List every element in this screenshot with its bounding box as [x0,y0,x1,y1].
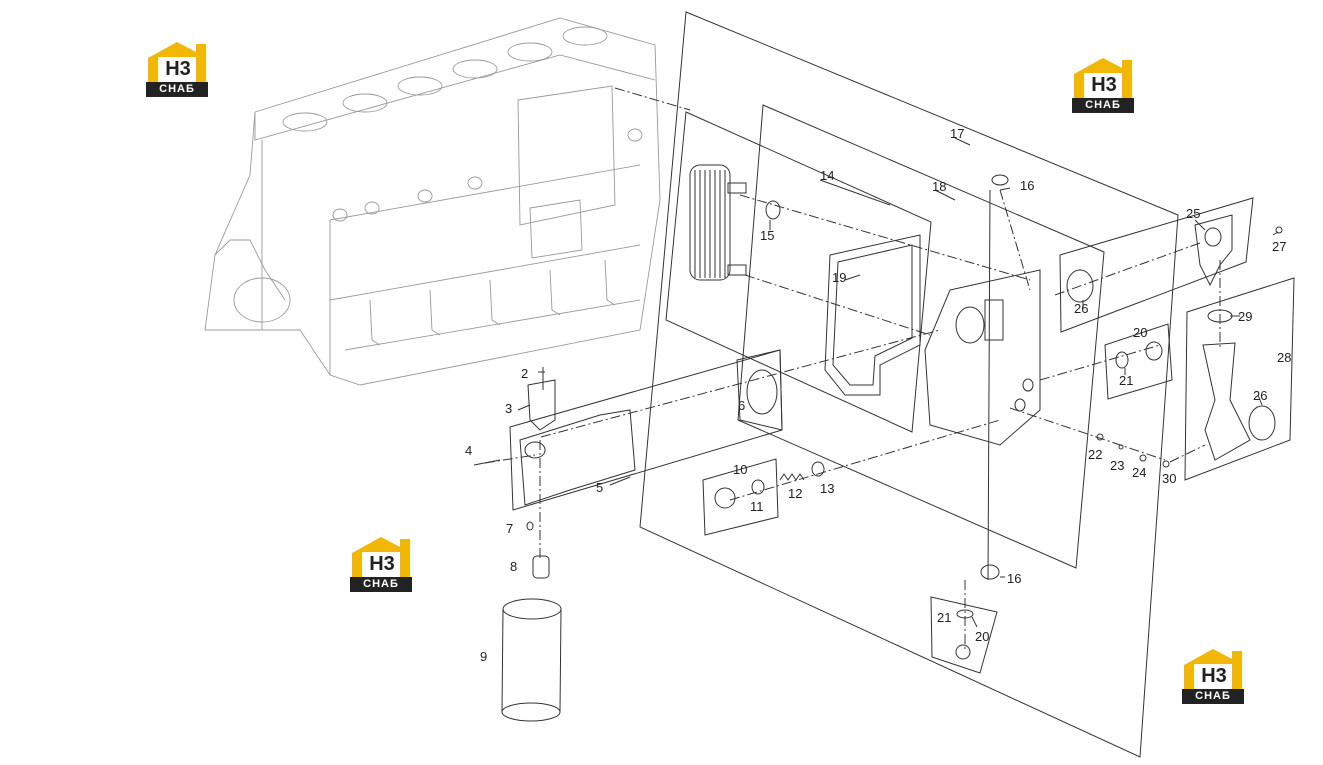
callout-25: 25 [1186,206,1200,221]
callout-10: 10 [733,462,747,477]
callout-11: 11 [750,499,764,514]
assembly-lines [484,87,1221,650]
callout-19: 19 [832,270,846,285]
house-icon [1074,58,1132,100]
tube-16 [987,189,991,581]
callout-6: 6 [738,398,745,413]
callout-26: 26 [1253,388,1267,403]
o-ring-21-upper [1115,351,1129,369]
callout-12: 12 [788,486,802,501]
seal-26-upper [1066,269,1094,303]
logo-mark-text: H3 [1201,665,1227,687]
logo-mark-text: H3 [1091,74,1117,96]
tube-28 [1202,342,1251,461]
gasket-6 [746,369,778,415]
gasket-19 [824,234,921,396]
bracket-3 [527,379,556,431]
seal-26-lower [1248,405,1276,441]
callout-29: 29 [1238,309,1252,324]
frame-assembly-28 [1184,277,1295,481]
logo-mark-text: H3 [369,553,395,575]
engine-block [204,17,661,386]
callout-5: 5 [596,480,603,495]
callout-28: 28 [1277,350,1291,365]
callout-15: 15 [760,228,774,243]
oil-filter-9 [501,598,562,722]
callout-3: 3 [505,401,512,416]
callout-22: 22 [1088,447,1102,462]
callout-4: 4 [465,443,472,458]
frame-assembly-6 [736,349,783,431]
callout-30: 30 [1162,471,1176,486]
callout-18: 18 [932,179,946,194]
oil-cooler-core [689,164,747,281]
plug-20-lower [955,644,971,660]
bolt-24 [1139,454,1147,462]
callout-20: 20 [975,629,989,644]
callout-8: 8 [510,559,517,574]
callout-23: 23 [1110,458,1124,473]
callout-21: 21 [937,610,951,625]
valve-13 [811,461,825,477]
callout-16: 16 [1020,178,1034,193]
bolt-30 [1162,460,1170,468]
house-icon [352,537,410,579]
callout-20: 20 [1133,325,1147,340]
plug-20-upper [1145,341,1163,361]
brand-logo-top-right: H3 СНАБ [1072,56,1134,116]
callout-27: 27 [1272,239,1286,254]
logo-word: СНАБ [1072,98,1134,113]
frame-assembly-20-upper [1104,323,1173,400]
house-icon [1184,649,1242,691]
seal-15 [765,200,781,220]
frame-assembly-10 [702,458,779,536]
leader-lines [517,137,1279,628]
brand-logo-bottom-right: H3 СНАБ [1182,647,1244,707]
callout-24: 24 [1132,465,1146,480]
house-icon [148,42,206,84]
frame-assembly-17 [639,11,1179,758]
plug-10 [714,487,736,509]
callout-9: 9 [480,649,487,664]
brand-logo-bottom-left: H3 СНАБ [350,535,412,595]
logo-word: СНАБ [1182,689,1244,704]
callout-7: 7 [506,521,513,536]
callout-21: 21 [1119,373,1133,388]
nipple-8 [532,555,550,579]
spring-12 [779,473,805,481]
callout-14: 14 [820,168,834,183]
o-ring-11 [751,479,765,495]
logo-word: СНАБ [350,577,412,592]
callout-13: 13 [820,481,834,496]
callout-26: 26 [1074,301,1088,316]
frame-assembly-14 [665,111,932,433]
callout-2: 2 [521,366,528,381]
filter-head-5 [519,409,636,506]
bolt-27 [1275,226,1283,234]
plug-7 [526,521,534,531]
oil-cooler-housing [924,269,1041,446]
callout-16: 16 [1007,571,1021,586]
frame-assembly-25 [1059,197,1254,333]
logo-mark-text: H3 [165,58,191,80]
callout-17: 17 [950,126,964,141]
brand-logo-top-left: H3 СНАБ [146,40,208,100]
frame-assembly-20-lower [930,596,998,674]
logo-word: СНАБ [146,82,208,97]
